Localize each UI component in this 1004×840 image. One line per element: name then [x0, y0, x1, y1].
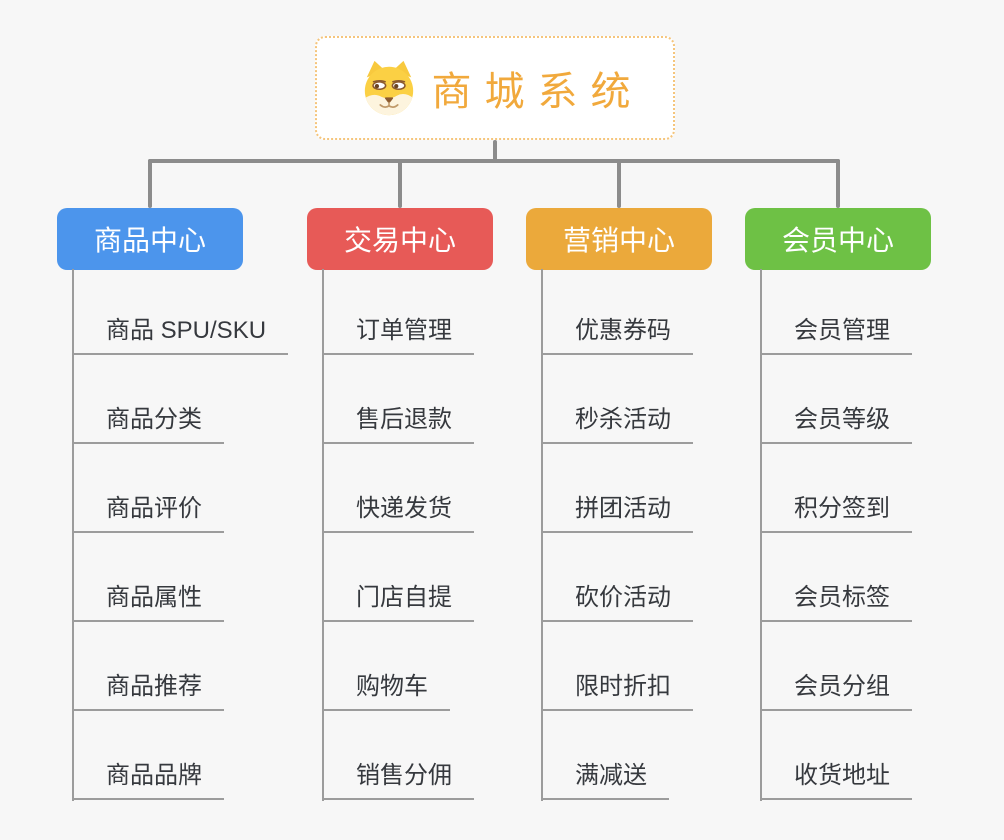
branch-label: 商品中心: [93, 225, 206, 256]
leaf-node[interactable]: 优惠券码: [541, 266, 781, 355]
connector-bus: [148, 159, 840, 163]
leaf-label: 售后退款: [322, 399, 474, 444]
leaf-label: 会员等级: [760, 399, 912, 444]
connector-drop-3: [617, 159, 621, 208]
leaf-label: 商品品牌: [72, 755, 224, 800]
leaf-label: 商品属性: [72, 577, 224, 622]
leaf-node[interactable]: 商品属性: [72, 533, 312, 622]
leaf-node[interactable]: 收货地址: [760, 711, 1000, 800]
branch-label: 营销中心: [562, 225, 675, 256]
leaf-node[interactable]: 销售分佣: [322, 711, 562, 800]
branch-children-marketing: 优惠券码 秒杀活动 拼团活动 砍价活动 限时折扣 满减送: [541, 266, 781, 800]
leaf-node[interactable]: 商品评价: [72, 444, 312, 533]
leaf-node[interactable]: 满减送: [541, 711, 781, 800]
leaf-label: 快递发货: [322, 488, 474, 533]
leaf-label: 拼团活动: [541, 488, 693, 533]
leaf-label: 砍价活动: [541, 577, 693, 622]
leaf-label: 商品分类: [72, 399, 224, 444]
branch-label: 会员中心: [781, 225, 894, 256]
leaf-label: 会员标签: [760, 577, 912, 622]
leaf-node[interactable]: 会员分组: [760, 622, 1000, 711]
leaf-node[interactable]: 商品品牌: [72, 711, 312, 800]
branch-node-member[interactable]: 会员中心: [745, 208, 931, 270]
leaf-node[interactable]: 砍价活动: [541, 533, 781, 622]
leaf-label: 限时折扣: [541, 666, 693, 711]
root-node[interactable]: 商城系统: [315, 36, 675, 140]
leaf-label: 秒杀活动: [541, 399, 693, 444]
branch-children-product: 商品 SPU/SKU 商品分类 商品评价 商品属性 商品推荐 商品品牌: [72, 266, 312, 800]
connector-root-stub: [493, 140, 497, 161]
branch-children-trade: 订单管理 售后退款 快递发货 门店自提 购物车 销售分佣: [322, 266, 562, 800]
leaf-node[interactable]: 秒杀活动: [541, 355, 781, 444]
branch-spine-2: [322, 269, 324, 801]
leaf-node[interactable]: 积分签到: [760, 444, 1000, 533]
leaf-node[interactable]: 商品推荐: [72, 622, 312, 711]
leaf-label: 门店自提: [322, 577, 474, 622]
leaf-label: 积分签到: [760, 488, 912, 533]
branch-label: 交易中心: [343, 225, 456, 256]
branch-children-member: 会员管理 会员等级 积分签到 会员标签 会员分组 收货地址: [760, 266, 1000, 800]
branch-spine-3: [541, 269, 543, 801]
branch-spine-1: [72, 269, 74, 801]
leaf-node[interactable]: 购物车: [322, 622, 562, 711]
connector-drop-2: [398, 159, 402, 208]
leaf-label: 商品 SPU/SKU: [72, 310, 289, 355]
leaf-node[interactable]: 拼团活动: [541, 444, 781, 533]
leaf-label: 优惠券码: [541, 310, 693, 355]
branch-spine-4: [760, 269, 762, 801]
leaf-node[interactable]: 商品分类: [72, 355, 312, 444]
leaf-label: 商品推荐: [72, 666, 224, 711]
leaf-node[interactable]: 会员标签: [760, 533, 1000, 622]
leaf-node[interactable]: 售后退款: [322, 355, 562, 444]
leaf-node[interactable]: 会员等级: [760, 355, 1000, 444]
leaf-label: 会员管理: [760, 310, 912, 355]
leaf-label: 会员分组: [760, 666, 912, 711]
connector-drop-1: [148, 159, 152, 208]
leaf-node[interactable]: 限时折扣: [541, 622, 781, 711]
leaf-label: 商品评价: [72, 488, 224, 533]
leaf-label: 收货地址: [760, 755, 912, 800]
leaf-node[interactable]: 门店自提: [322, 533, 562, 622]
root-title: 商城系统: [431, 70, 644, 114]
leaf-node[interactable]: 快递发货: [322, 444, 562, 533]
branch-node-product[interactable]: 商品中心: [57, 208, 243, 270]
branch-node-trade[interactable]: 交易中心: [307, 208, 493, 270]
connector-drop-4: [836, 159, 840, 208]
leaf-label: 满减送: [541, 755, 669, 800]
branch-node-marketing[interactable]: 营销中心: [526, 208, 712, 270]
leaf-node[interactable]: 商品 SPU/SKU: [72, 266, 312, 355]
doge-icon: [364, 60, 413, 116]
leaf-label: 销售分佣: [322, 755, 474, 800]
leaf-label: 订单管理: [322, 310, 474, 355]
leaf-node[interactable]: 会员管理: [760, 266, 1000, 355]
leaf-label: 购物车: [322, 666, 450, 711]
leaf-node[interactable]: 订单管理: [322, 266, 562, 355]
